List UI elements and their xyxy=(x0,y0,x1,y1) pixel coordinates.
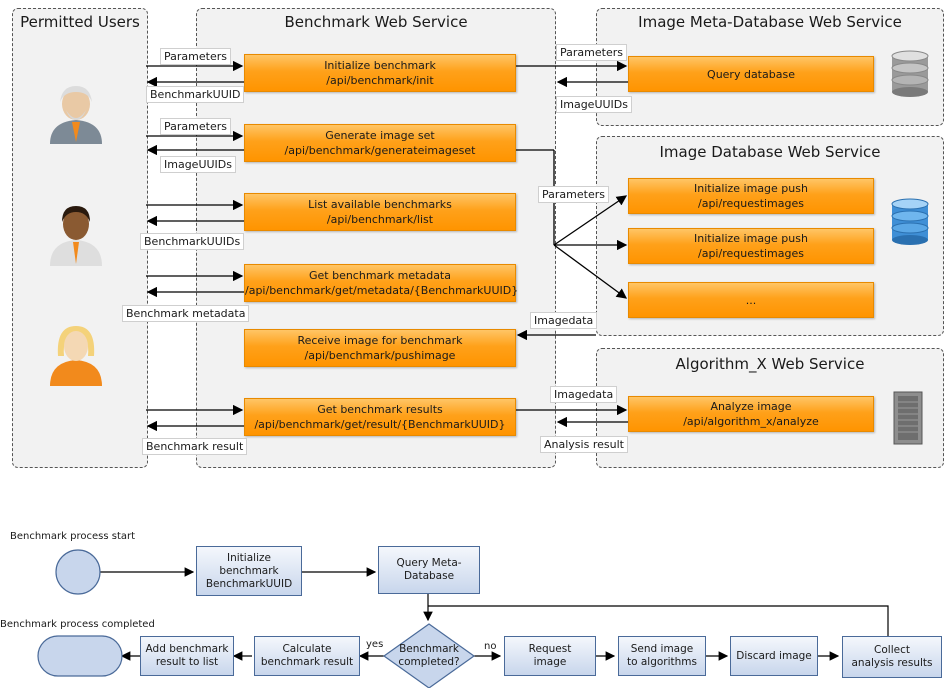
box-path: /api/benchmark/get/result/{BenchmarkUUID… xyxy=(254,418,506,431)
image-parameters-label: Parameters xyxy=(538,186,609,203)
image-push-box-1: Initialize image push /api/requestimages xyxy=(628,178,874,214)
box-path: /api/benchmark/pushimage xyxy=(304,349,456,362)
process-completed-label: Benchmark process completed xyxy=(0,619,155,630)
flow-text: BenchmarkUUID xyxy=(205,577,293,590)
benchmark-web-service-title: Benchmark Web Service xyxy=(284,13,468,31)
flow-discard-image: Discard image xyxy=(730,636,818,676)
flow-text: benchmark xyxy=(219,564,279,577)
box-path: /api/benchmark/get/metadata/{BenchmarkUU… xyxy=(245,284,519,297)
image-push-box-3: ... xyxy=(628,282,874,318)
user-avatar-elder-icon xyxy=(46,82,106,148)
benchmark-metadata-label: Benchmark metadata xyxy=(122,305,250,322)
benchmark-uuid-label: BenchmarkUUID xyxy=(146,86,245,103)
flow-text: image xyxy=(533,656,567,668)
flow-decision-text: Benchmark completed? xyxy=(392,640,466,672)
image-uuids-label: ImageUUIDs xyxy=(160,156,236,173)
box-title: Get benchmark metadata xyxy=(308,269,451,282)
box-path: /api/benchmark/init xyxy=(326,74,434,87)
parameters-label: Parameters xyxy=(160,118,231,135)
permitted-users-title: Permitted Users xyxy=(20,13,140,31)
flow-text: analysis results xyxy=(851,657,933,669)
flow-text: Collect xyxy=(874,644,910,656)
flow-send-image: Send image to algorithms xyxy=(618,636,706,676)
flow-init-benchmark: Initialize benchmark BenchmarkUUID xyxy=(196,546,302,596)
flow-calculate-result: Calculate benchmark result xyxy=(254,636,360,676)
process-start-label: Benchmark process start xyxy=(10,531,136,542)
flow-text: Benchmark xyxy=(399,643,459,655)
imagedata-label: Imagedata xyxy=(530,312,598,329)
get-metadata-box: Get benchmark metadata /api/benchmark/ge… xyxy=(244,264,519,302)
box-title: Receive image for benchmark xyxy=(297,334,463,347)
box-title: Get benchmark results xyxy=(317,403,443,416)
box-title: Analyze image xyxy=(710,400,792,413)
analysis-result-label: Analysis result xyxy=(540,436,628,453)
get-results-box: Get benchmark results /api/benchmark/get… xyxy=(244,398,516,436)
flow-collect-results: Collect analysis results xyxy=(842,636,942,678)
user-avatar-male-icon xyxy=(46,200,106,270)
database-blue-icon xyxy=(890,198,930,250)
analyze-image-box: Analyze image /api/algorithm_x/analyze xyxy=(628,396,874,432)
box-title: ... xyxy=(745,293,757,307)
meta-database-title: Image Meta-Database Web Service xyxy=(638,13,902,31)
algorithm-title: Algorithm_X Web Service xyxy=(675,355,865,373)
flow-text: result to list xyxy=(155,656,219,668)
box-path: /api/requestimages xyxy=(698,247,804,260)
flow-add-result: Add benchmark result to list xyxy=(140,636,234,676)
flow-text: Send image xyxy=(630,643,694,655)
flow-text: Request xyxy=(528,643,572,655)
database-gray-icon xyxy=(890,50,930,102)
decision-diamond xyxy=(382,623,476,688)
box-title: Initialize image push xyxy=(694,182,808,195)
box-path: /api/benchmark/list xyxy=(326,213,434,226)
flow-text: Add benchmark xyxy=(145,643,229,655)
flow-text: Query Meta- xyxy=(396,557,462,569)
benchmark-uuids-label: BenchmarkUUIDs xyxy=(140,233,245,250)
box-path: /api/benchmark/generateimageset xyxy=(284,144,476,157)
end-node xyxy=(37,635,123,677)
start-node xyxy=(55,549,101,595)
flow-text: completed? xyxy=(398,656,460,668)
init-benchmark-box: Initialize benchmark /api/benchmark/init xyxy=(244,54,516,92)
flow-query-meta-db: Query Meta- Database xyxy=(378,546,480,594)
user-avatar-female-icon xyxy=(46,320,106,390)
server-icon xyxy=(892,390,924,450)
meta-image-uuids-label: ImageUUIDs xyxy=(556,96,632,113)
meta-parameters-label: Parameters xyxy=(556,44,627,61)
flow-text: benchmark result xyxy=(260,656,354,668)
image-push-box-2: Initialize image push /api/requestimages xyxy=(628,228,874,264)
box-title: Query database xyxy=(707,67,795,81)
box-path: /api/algorithm_x/analyze xyxy=(683,415,819,428)
flow-text: Database xyxy=(403,570,455,582)
generate-image-set-box: Generate image set /api/benchmark/genera… xyxy=(244,124,516,162)
flow-text: Discard image xyxy=(736,649,812,662)
flow-text: Calculate xyxy=(282,643,332,655)
flow-text: to algorithms xyxy=(626,656,698,668)
permitted-users-group: Permitted Users xyxy=(12,8,148,468)
box-title: List available benchmarks xyxy=(308,198,452,211)
box-path: /api/requestimages xyxy=(698,197,804,210)
parameters-label: Parameters xyxy=(160,48,231,65)
yes-label: yes xyxy=(366,639,384,650)
query-database-box: Query database xyxy=(628,56,874,92)
box-title: Initialize benchmark xyxy=(324,59,436,72)
flow-text: Initialize xyxy=(227,551,271,564)
image-database-title: Image Database Web Service xyxy=(659,143,881,161)
box-title: Generate image set xyxy=(325,129,435,142)
box-title: Initialize image push xyxy=(694,232,808,245)
receive-image-box: Receive image for benchmark /api/benchma… xyxy=(244,329,516,367)
benchmark-result-label: Benchmark result xyxy=(142,438,248,455)
imagedata-algo-label: Imagedata xyxy=(550,386,618,403)
no-label: no xyxy=(484,641,497,652)
list-benchmarks-box: List available benchmarks /api/benchmark… xyxy=(244,193,516,231)
flow-request-image: Request image xyxy=(504,636,596,676)
